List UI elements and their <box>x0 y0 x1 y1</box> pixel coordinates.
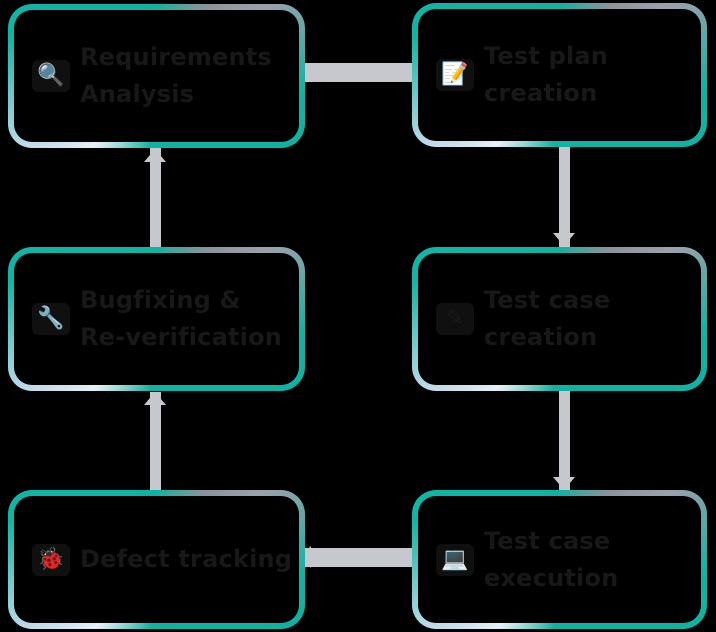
connector-execution-to-defect <box>305 548 412 567</box>
connector-defect-to-bugfixing <box>150 392 161 490</box>
label-line-2: Re-verification <box>80 323 283 351</box>
memo-icon: 📝 <box>436 59 474 91</box>
label-line-1: Test plan <box>484 42 609 70</box>
laptop-icon: 💻 <box>436 543 474 576</box>
pencil-icon: ✎ <box>436 303 474 335</box>
arrowhead-up-icon <box>144 392 166 405</box>
label-line-2: creation <box>484 79 598 107</box>
connector-bugfixing-to-requirements <box>150 148 161 247</box>
node-bugfixing-reverification: 🔧 Bugfixing & Re-verification <box>8 247 305 391</box>
label-line-1: Test case <box>484 286 611 314</box>
label-line-1: Defect tracking <box>80 545 293 573</box>
arrowhead-left-icon <box>299 546 311 568</box>
label-line-1: Requirements <box>80 43 272 71</box>
node-label: Test case execution <box>484 523 618 597</box>
arrowhead-down-icon <box>553 477 575 490</box>
label-line-2: execution <box>484 563 619 592</box>
label-line-1: Bugfixing & <box>80 286 241 314</box>
node-requirements-analysis: 🔍 Requirements Analysis <box>8 4 305 148</box>
node-label: Test plan creation <box>484 38 608 112</box>
wrench-icon: 🔧 <box>32 303 70 335</box>
node-test-plan-creation: 📝 Test plan creation <box>412 3 707 147</box>
icon-glyph: ✎ <box>445 306 465 331</box>
arrowhead-down-icon <box>553 233 575 246</box>
label-line-1: Test case <box>484 526 611 555</box>
icon-glyph: 📝 <box>441 62 469 87</box>
icon-glyph: 🐞 <box>37 546 65 572</box>
label-line-2: creation <box>484 323 598 351</box>
bug-icon: 🐞 <box>32 543 70 576</box>
node-test-case-execution: 💻 Test case execution <box>412 490 707 629</box>
connector-testcase-to-execution <box>559 391 570 490</box>
arrowhead-up-icon <box>144 149 166 162</box>
node-label: Bugfixing & Re-verification <box>80 282 282 356</box>
node-label: Defect tracking <box>80 541 292 578</box>
icon-glyph: 💻 <box>441 546 469 572</box>
connector-requirements-to-testplan <box>305 63 412 82</box>
node-test-case-creation: ✎ Test case creation <box>412 247 707 391</box>
node-defect-tracking: 🐞 Defect tracking <box>8 490 305 629</box>
icon-glyph: 🔧 <box>37 306 65 331</box>
node-label: Requirements Analysis <box>80 39 272 113</box>
magnifying-glass-icon: 🔍 <box>32 60 70 92</box>
connector-testplan-to-testcase <box>559 147 570 247</box>
label-line-2: Analysis <box>80 80 195 108</box>
node-label: Test case creation <box>484 282 610 356</box>
icon-glyph: 🔍 <box>37 63 65 88</box>
